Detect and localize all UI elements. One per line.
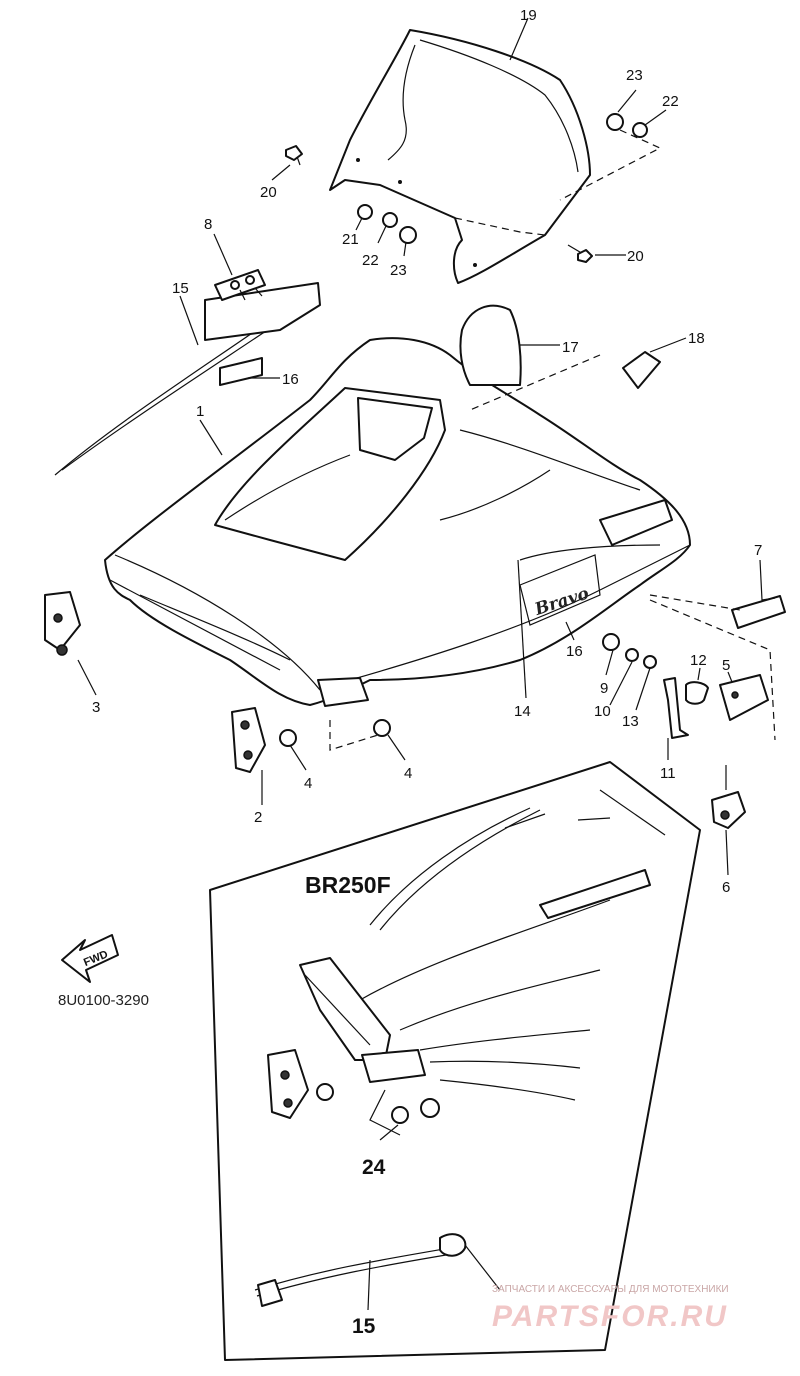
callout-19: 19 bbox=[520, 7, 537, 24]
callout-16: 16 bbox=[282, 371, 299, 388]
small-decal bbox=[219, 357, 263, 386]
callout-14: 14 bbox=[514, 703, 531, 720]
forward-arrow: FWD bbox=[61, 934, 119, 983]
callout-9: 9 bbox=[600, 680, 608, 697]
callout-23: 23 bbox=[626, 67, 643, 84]
windshield-hardware bbox=[285, 113, 662, 263]
callout-1: 1 bbox=[196, 403, 204, 420]
latch-knob bbox=[711, 765, 746, 829]
callout-12: 12 bbox=[690, 652, 707, 669]
callout-13: 13 bbox=[622, 713, 639, 730]
callout-22b: 22 bbox=[362, 252, 379, 269]
callout-4b: 4 bbox=[404, 765, 412, 782]
leader-lines bbox=[77, 17, 733, 1311]
callout-17: 17 bbox=[562, 339, 579, 356]
latch-bracket bbox=[214, 269, 266, 301]
watermark-caption: ЗАПЧАСТИ И АКСЕССУАРЫ ДЛЯ МОТОТЕХНИКИ bbox=[492, 1284, 729, 1295]
callout-8: 8 bbox=[204, 216, 212, 233]
callout-2: 2 bbox=[254, 809, 262, 826]
callout-4a: 4 bbox=[304, 775, 312, 792]
callout-3: 3 bbox=[92, 699, 100, 716]
hood bbox=[104, 337, 691, 707]
callout-11: 11 bbox=[660, 765, 676, 782]
callout-20: 20 bbox=[260, 184, 277, 201]
callout-21: 21 bbox=[342, 231, 359, 248]
callout-7: 7 bbox=[754, 542, 762, 559]
watermark-site: PARTSFOR.RU bbox=[492, 1300, 728, 1333]
callout-20b: 20 bbox=[627, 248, 644, 265]
hinge-left bbox=[44, 591, 81, 656]
callout-18: 18 bbox=[688, 330, 705, 347]
latch-hardware bbox=[602, 599, 776, 741]
callout-24: 24 bbox=[362, 1156, 386, 1179]
windshield bbox=[329, 29, 591, 284]
callout-23b: 23 bbox=[390, 262, 407, 279]
side-stripe bbox=[54, 282, 321, 476]
variant-inset: BR250F bbox=[209, 761, 701, 1361]
callout-6: 6 bbox=[722, 879, 730, 896]
callout-15: 15 bbox=[172, 280, 189, 297]
callout-22: 22 bbox=[662, 93, 679, 110]
callout-15b: 15 bbox=[352, 1315, 376, 1338]
model-label: BR250F bbox=[305, 872, 391, 898]
watermark: ЗАПЧАСТИ И АКСЕССУАРЫ ДЛЯ МОТОТЕХНИКИ PA… bbox=[492, 1284, 729, 1333]
callout-10: 10 bbox=[594, 703, 611, 720]
emblem bbox=[622, 351, 661, 389]
drawing-code: 8U0100-3290 bbox=[58, 992, 149, 1009]
hinge-front bbox=[231, 707, 391, 773]
callout-16b: 16 bbox=[566, 643, 583, 660]
callout-5: 5 bbox=[722, 657, 730, 674]
backrest bbox=[459, 304, 522, 386]
callouts: 19 23 22 20 21 22 23 20 8 15 16 1 17 18 … bbox=[92, 7, 762, 1338]
reflector bbox=[649, 559, 786, 629]
